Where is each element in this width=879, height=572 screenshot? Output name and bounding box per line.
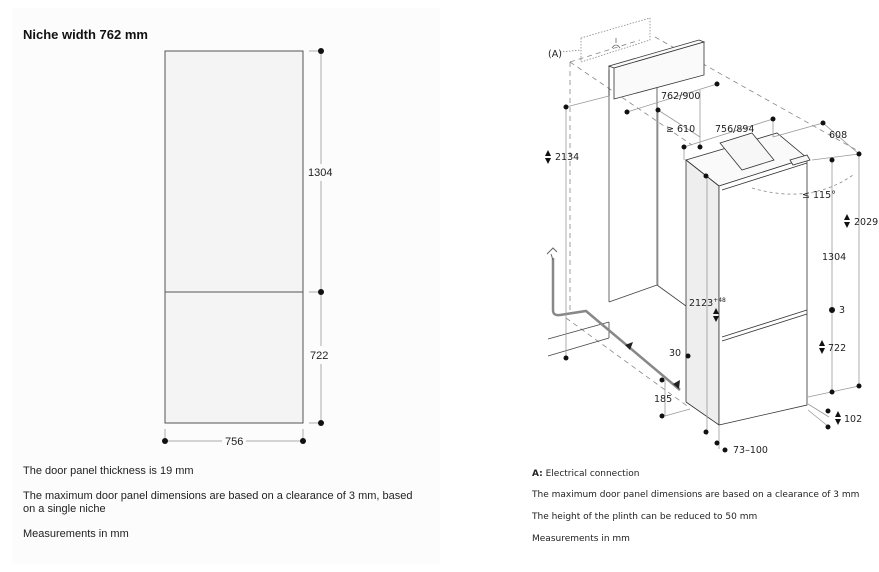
electrical-connection-box: [559, 17, 651, 63]
front-view-diagram: 1304 722 756: [162, 48, 332, 448]
appliance-depth-label: 608: [829, 130, 847, 141]
legend-text: Electrical connection: [542, 469, 640, 479]
appliance-width-label: 756/894: [715, 124, 754, 135]
note-panel-thickness: The door panel thickness is 19 mm: [23, 465, 194, 477]
niche-height-label: 2134: [555, 152, 579, 163]
note-max-dimensions-line1: The maximum door panel dimensions are ba…: [23, 490, 413, 502]
electrical-marker-label: (A): [548, 49, 562, 60]
niche-height-tolerance: +48: [713, 297, 726, 304]
plinth-depth-label: 185: [654, 394, 672, 405]
niche-width-label: 762/900: [661, 91, 700, 102]
door-swing-arc: [751, 174, 854, 195]
door-width-label: 756: [225, 436, 243, 448]
gap-label: 3: [839, 305, 845, 316]
height-dimension-line: [309, 48, 324, 426]
top-trim-block: [607, 39, 706, 100]
lower-door-panel: [164, 291, 304, 424]
lower-door-height-label: 722: [310, 350, 328, 362]
height-arrows: [545, 150, 850, 425]
plinth-height-label: 102: [844, 414, 862, 425]
flow-arrows: [625, 342, 680, 389]
right-note-max-dimensions: The maximum door panel dimensions are ba…: [532, 490, 860, 500]
plinth-setback-label: 73–100: [733, 445, 768, 456]
isometric-installation-diagram: (A) 762/900 ≥ 610 756/894 608 ≤ 115° 213…: [545, 17, 878, 456]
appliance-body: [685, 132, 811, 426]
appliance-height-label: 2029: [854, 217, 878, 228]
note-max-dimensions-line2: on a single niche: [23, 503, 106, 515]
niche-depth-label: ≥ 610: [666, 124, 695, 135]
width-dimension-line: [162, 429, 306, 444]
legend-key: A:: [532, 469, 543, 479]
tap-icon: [546, 247, 558, 261]
niche-height-range-value: 2123: [689, 298, 713, 309]
right-note-measurements: Measurements in mm: [532, 534, 630, 544]
niche-height-range-label: 2123+48: [689, 297, 726, 309]
upper-door-height-label: 1304: [308, 167, 332, 179]
dimension-dots: [563, 81, 862, 453]
legend-electrical: A: Electrical connection: [532, 469, 639, 480]
door-angle-label: ≤ 115°: [802, 190, 836, 201]
note-measurements: Measurements in mm: [23, 528, 129, 540]
lower-door-label: 722: [828, 343, 846, 354]
water-hose: [551, 258, 681, 391]
upper-door-panel: [164, 50, 304, 293]
niche-width-title: Niche width 762 mm: [23, 27, 148, 42]
plinth-offset-label: 30: [669, 348, 681, 359]
socket-icon: [611, 38, 621, 49]
upper-door-label: 1304: [822, 252, 846, 263]
right-note-plinth: The height of the plinth can be reduced …: [532, 512, 758, 522]
niche-walls: [547, 55, 687, 357]
